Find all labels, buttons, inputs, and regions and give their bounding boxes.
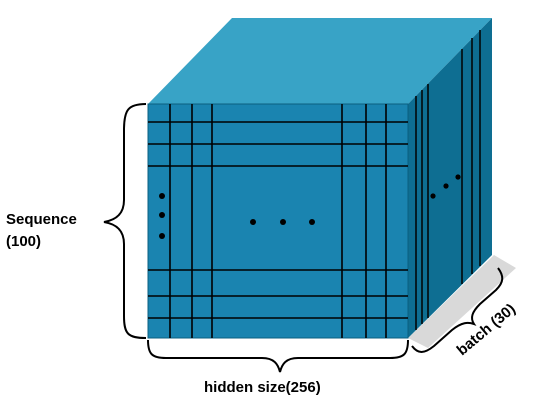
ellipsis-dots-horizontal: [250, 219, 315, 225]
cube-top-face: [148, 18, 492, 104]
side-slice-lines: [415, 30, 481, 330]
cube-side-face: [408, 18, 492, 338]
cube-shadow: [408, 255, 516, 348]
ellipsis-dots-depth: [430, 174, 461, 199]
cube-front-face: [147, 103, 409, 339]
hidden-size-label: hidden size(256): [204, 379, 321, 396]
sequence-label-line2: (100): [6, 233, 41, 250]
sequence-label-line1: Sequence: [6, 211, 77, 228]
batch-brace: [411, 267, 504, 353]
sequence-brace: [103, 103, 147, 339]
front-grid-lines: [148, 104, 408, 338]
hidden-size-brace: [147, 339, 409, 373]
ellipsis-dots-vertical: [159, 193, 165, 239]
